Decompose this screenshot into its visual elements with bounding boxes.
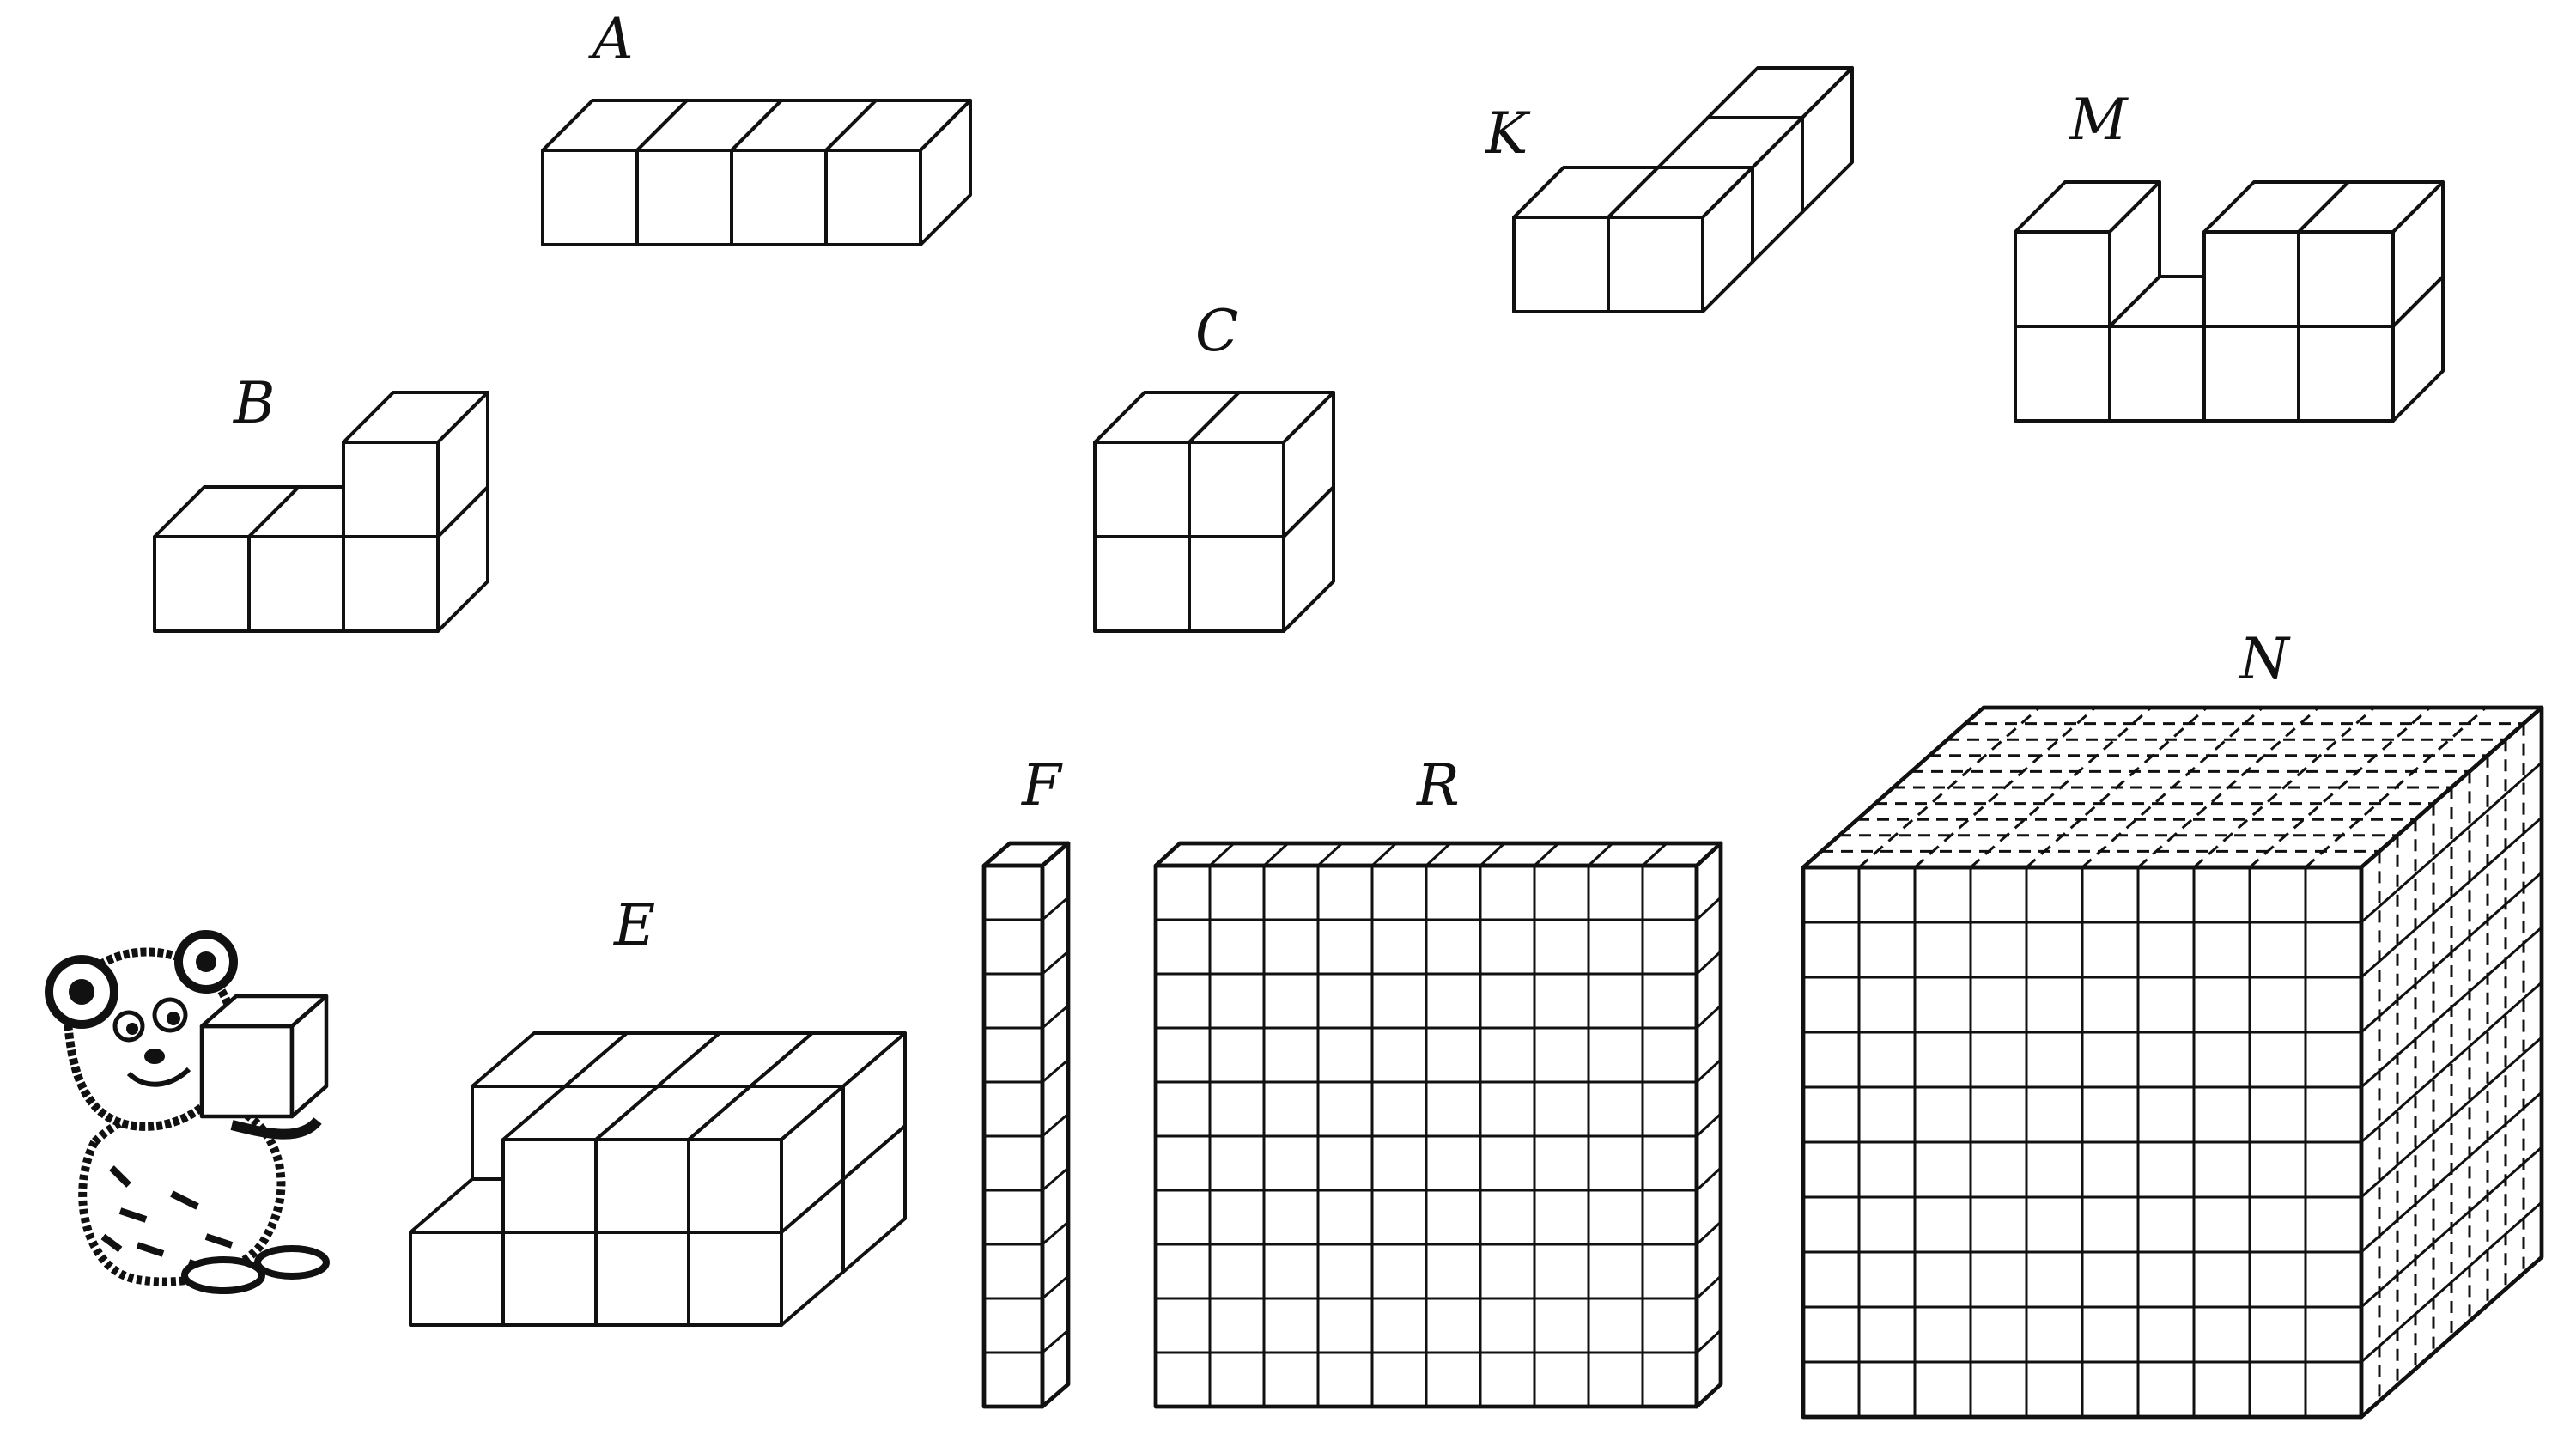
right-grid-line	[1695, 1058, 1722, 1084]
figure-C	[1093, 391, 1335, 633]
label-E: E	[613, 892, 655, 958]
right-grid-line	[2360, 761, 2543, 924]
cube-front-face	[342, 441, 440, 538]
cube-front-face	[730, 149, 828, 246]
right-grid-line	[1042, 896, 1069, 921]
right-grid-line	[1695, 950, 1722, 976]
figure-K	[1512, 66, 1854, 313]
right-grid-line	[1695, 1166, 1722, 1192]
cube-front-face	[409, 1231, 505, 1327]
top-grid-line	[1479, 842, 1506, 867]
right-grid-line	[1042, 1112, 1069, 1138]
figure-M	[2014, 180, 2445, 423]
prism-right-outline	[1694, 841, 1723, 1409]
cube-front-face	[1093, 535, 1191, 633]
right-grid-line	[1042, 950, 1069, 976]
right-grid-line	[1695, 1328, 1722, 1354]
right-grid-line	[1042, 1220, 1069, 1246]
cube-front-face	[247, 535, 345, 633]
cube-front-face	[342, 535, 440, 633]
cube-front-face	[2297, 325, 2395, 423]
cube-front-face	[2297, 230, 2395, 328]
right-grid-line	[2360, 981, 2543, 1144]
cube-front-face	[594, 1231, 690, 1327]
top-grid-line	[1858, 706, 2040, 869]
right-grid-line	[1695, 1112, 1722, 1138]
cube-front-face	[501, 1138, 598, 1234]
cube-front-face	[687, 1138, 783, 1234]
figure-F	[981, 841, 1071, 1409]
cube-front-face	[541, 149, 639, 246]
figure-A	[541, 99, 972, 246]
cube-front-face	[153, 535, 251, 633]
label-A: A	[587, 6, 634, 72]
right-grid-line	[1042, 1058, 1069, 1084]
top-grid-line	[1587, 842, 1614, 867]
top-grid-line	[1914, 706, 2096, 869]
cube-front-face	[594, 1138, 690, 1234]
right-grid-line	[2360, 1036, 2543, 1199]
right-grid-line	[1695, 1274, 1722, 1300]
top-grid-line	[2137, 706, 2319, 869]
label-K: K	[1485, 100, 1531, 167]
figure-B	[153, 391, 489, 633]
cube-front-face	[2202, 325, 2300, 423]
cube-front-face	[2014, 325, 2111, 423]
top-grid-line	[1533, 842, 1560, 867]
right-grid-line	[1042, 1328, 1069, 1354]
prism-right-outline	[1040, 841, 1071, 1409]
right-grid-line	[1042, 1166, 1069, 1192]
cube-front-face	[1188, 535, 1285, 633]
cube-front-face	[687, 1231, 783, 1327]
label-B: B	[233, 370, 276, 436]
right-grid-line	[1042, 1274, 1069, 1300]
figure-E	[409, 1031, 907, 1327]
top-grid-line	[1208, 842, 1236, 867]
figure-N	[1801, 705, 2544, 1420]
label-N: N	[2238, 626, 2291, 692]
prism-right-outline	[2359, 705, 2544, 1420]
cube-front-face	[824, 149, 922, 246]
cube-front-face	[2202, 230, 2300, 328]
cube-front-face	[501, 1231, 598, 1327]
top-grid-line	[1641, 842, 1668, 867]
right-grid-line	[1042, 1004, 1069, 1030]
right-grid-line	[1695, 1220, 1722, 1246]
cube-front-face	[1512, 216, 1610, 313]
cube-front-face	[635, 149, 733, 246]
cube-front-face	[1188, 441, 1285, 538]
label-R: R	[1416, 752, 1460, 818]
label-F: F	[1021, 752, 1063, 818]
right-grid-line	[1695, 1004, 1722, 1030]
cube-front-face	[2108, 325, 2206, 423]
top-grid-line	[2193, 706, 2375, 869]
top-grid-line	[1370, 842, 1398, 867]
bear-holding-cube-icon	[45, 930, 330, 1294]
top-grid-line	[1425, 842, 1452, 867]
cube-front-face	[1607, 216, 1704, 313]
figure-R	[1153, 841, 1723, 1409]
label-M: M	[2069, 87, 2129, 153]
top-grid-line	[1262, 842, 1290, 867]
cube-front-face	[2014, 230, 2111, 328]
top-grid-line	[1316, 842, 1344, 867]
right-grid-line	[1695, 896, 1722, 921]
label-C: C	[1195, 298, 1239, 364]
cube-front-face	[1093, 441, 1191, 538]
